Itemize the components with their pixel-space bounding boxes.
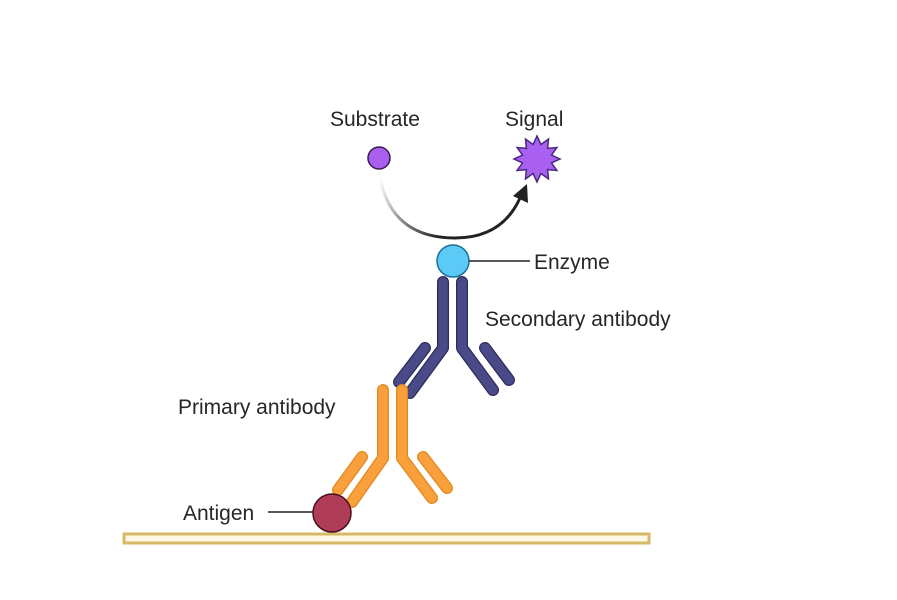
signal-label: Signal — [505, 108, 563, 131]
plate-surface — [122, 532, 651, 545]
substrate-molecule — [367, 146, 391, 170]
substrate-label: Substrate — [330, 108, 420, 131]
secondary-antibody-label: Secondary antibody — [485, 308, 671, 331]
signal-star-icon — [512, 134, 562, 184]
secondary-antibody — [393, 276, 515, 399]
reaction-arrow — [378, 177, 522, 240]
antigen-molecule — [312, 493, 352, 533]
enzyme-label: Enzyme — [534, 251, 610, 274]
arrow-head-icon — [513, 184, 528, 203]
primary-antibody — [332, 384, 453, 508]
enzyme-molecule — [436, 244, 470, 278]
primary-antibody-label: Primary antibody — [178, 396, 336, 419]
antigen-label: Antigen — [183, 502, 254, 525]
